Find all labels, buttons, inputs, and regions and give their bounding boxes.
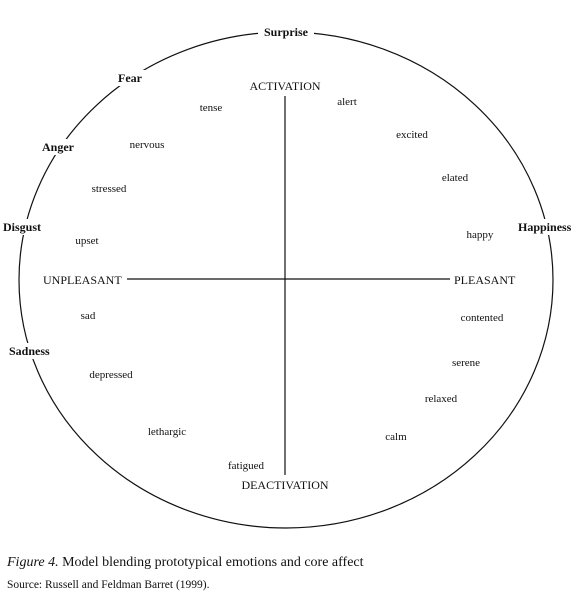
label-knockout-disgust	[1, 219, 45, 235]
affect-word-upset: upset	[75, 235, 98, 247]
affect-word-relaxed: relaxed	[425, 393, 458, 405]
label-knockout-sadness	[6, 343, 54, 359]
emotion-circumplex-diagram: Surprise Fear Anger Disgust Sadness Happ…	[1, 24, 575, 529]
label-knockout-fear	[114, 70, 146, 86]
affect-word-contented: contented	[461, 312, 504, 324]
affect-word-lethargic: lethargic	[148, 426, 186, 438]
prototype-fear: Fear	[118, 71, 143, 85]
affect-word-fatigued: fatigued	[228, 460, 265, 472]
axis-label-activation: ACTIVATION	[249, 79, 320, 93]
affect-word-tense: tense	[200, 102, 223, 114]
prototype-sadness: Sadness	[9, 344, 50, 358]
affect-word-happy: happy	[467, 229, 494, 241]
affect-word-calm: calm	[385, 431, 407, 443]
affect-word-stressed: stressed	[92, 183, 127, 195]
axis-label-pleasant: PLEASANT	[454, 273, 516, 287]
affect-word-sad: sad	[81, 310, 96, 322]
label-knockout-happiness	[515, 219, 575, 235]
axis-label-unpleasant: UNPLEASANT	[43, 273, 122, 287]
affect-word-alert: alert	[337, 96, 357, 108]
affect-word-excited: excited	[396, 129, 428, 141]
figure-source: Source: Russell and Feldman Barret (1999…	[7, 579, 210, 591]
affect-word-nervous: nervous	[130, 139, 165, 151]
figure-caption-text: Model blending prototypical emotions and…	[58, 555, 364, 570]
affect-word-depressed: depressed	[89, 369, 133, 381]
axis-label-deactivation: DEACTIVATION	[241, 478, 328, 492]
label-knockout-anger	[38, 139, 78, 155]
prototype-happiness: Happiness	[518, 220, 572, 234]
label-knockout-surprise	[258, 24, 314, 40]
affect-word-serene: serene	[452, 357, 480, 369]
prototype-surprise: Surprise	[264, 25, 309, 39]
affect-word-elated: elated	[442, 172, 469, 184]
figure-label: Figure 4.	[7, 555, 59, 570]
prototype-anger: Anger	[42, 140, 75, 154]
figure-caption: Figure 4. Model blending prototypical em…	[7, 555, 364, 571]
prototype-disgust: Disgust	[3, 220, 41, 234]
